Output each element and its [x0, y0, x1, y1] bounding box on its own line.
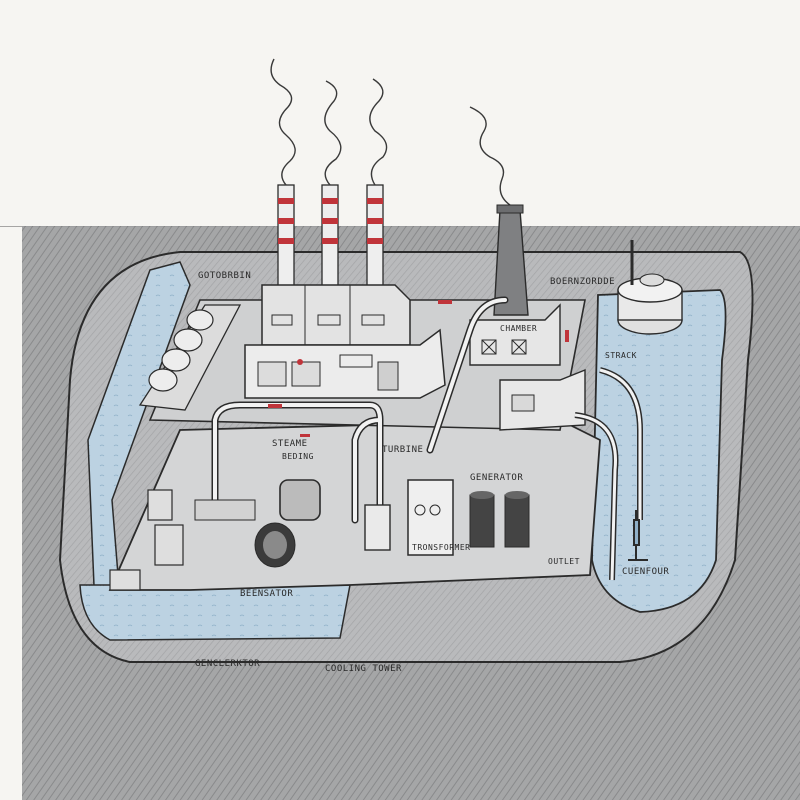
label-transformer: TRONSFORMER [412, 544, 470, 552]
label-outlet: OUTLET [548, 558, 580, 566]
label-top-right: BOERNZORDDE [550, 278, 615, 287]
label-steam-sub: BEDING [282, 453, 314, 461]
label-bottom-left: GENCLERKTOR [195, 660, 260, 669]
label-top-left: GOTOBRBIN [198, 272, 251, 281]
label-chamber: CHAMBER [500, 325, 537, 333]
label-steam: STEAME [272, 440, 308, 449]
chimney-left [278, 185, 294, 290]
label-stack: STRACK [605, 352, 637, 360]
chimney-middle [322, 185, 338, 290]
sky-area [0, 0, 800, 226]
boiler-house [262, 285, 410, 345]
label-basin: BEENSATOR [240, 590, 293, 599]
chimney-right [367, 185, 383, 290]
label-condenser: CUENFOUR [622, 568, 669, 577]
label-turbine: TURBINE [382, 446, 423, 455]
label-generator: GENERATOR [470, 474, 523, 483]
label-cooling-tower: COOLING TOWER [325, 665, 402, 674]
bottom-basin [80, 585, 350, 640]
